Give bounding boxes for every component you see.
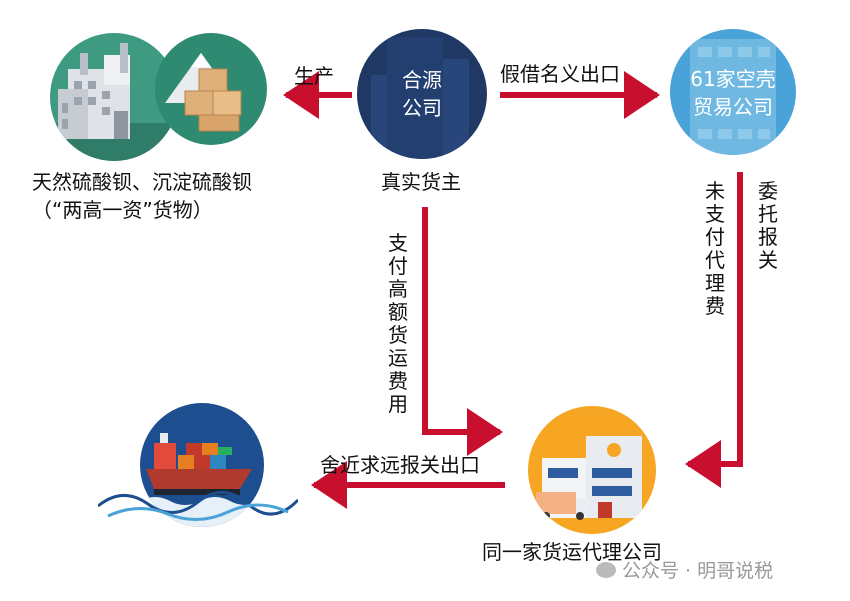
edge-label-unpaid-fee: 未支付代理费 (705, 179, 725, 318)
watermark-text: 公众号 · 明哥说税 (622, 560, 774, 582)
goods-circle (155, 33, 267, 145)
building-icon (371, 37, 469, 159)
edge-label-produce: 生产 (294, 64, 334, 88)
owner-caption: 真实货主 (381, 170, 461, 194)
factory-caption-line2: （“两高一资”货物） (32, 198, 213, 222)
watermark: 公众号 · 明哥说税 (596, 556, 773, 583)
arrow-pay-freight (422, 207, 503, 456)
wave-icon (98, 491, 298, 521)
forwarder-caption: 同一家货运代理公司 (482, 540, 662, 564)
factory-caption-line1: 天然硫酸钡、沉淀硫酸钡 (32, 170, 252, 194)
edge-label-pay-freight: 支付高额货运费用 (388, 231, 408, 416)
edge-label-borrow-name: 假借名义出口 (500, 62, 620, 86)
owner-circle (357, 29, 487, 159)
shell-circle-text-2: 贸易公司 (693, 95, 773, 119)
owner-circle-text-1: 合源 (402, 68, 442, 92)
forwarder-circle (528, 406, 656, 534)
wechat-icon (596, 561, 616, 578)
shell-circle-text-1: 61家空壳 (690, 67, 776, 91)
factory-icon (50, 43, 178, 161)
edge-label-entrust-declare: 委托报关 (758, 179, 778, 272)
shell-company-circle (670, 29, 796, 155)
owner-circle-text-2: 公司 (402, 96, 442, 120)
office-building-icon (690, 39, 776, 155)
factory-circle (50, 33, 178, 161)
warehouse-icon (536, 436, 642, 520)
arrow-entrust-declare (685, 172, 743, 488)
edge-label-declare-export: 舍近求远报关出口 (320, 453, 480, 477)
boxes-icon (165, 53, 242, 132)
